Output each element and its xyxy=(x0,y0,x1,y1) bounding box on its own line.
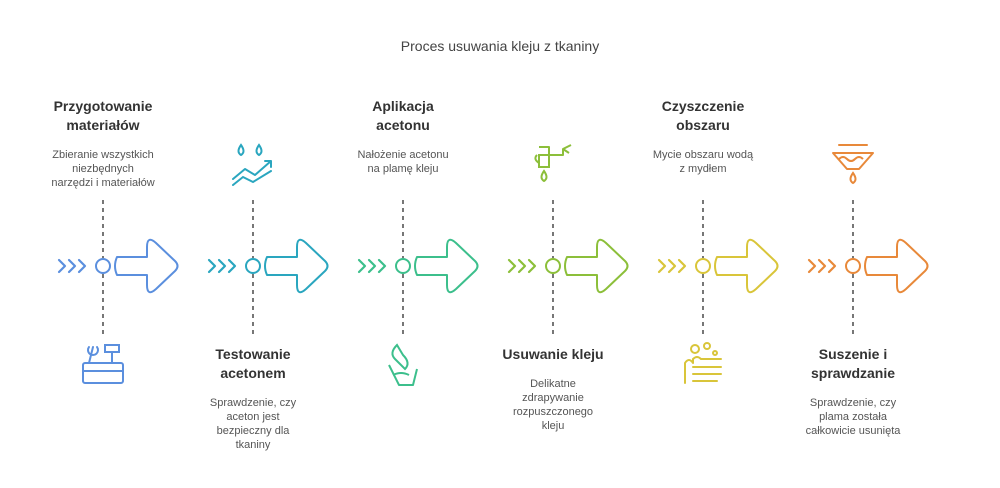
step-description-line: plama została xyxy=(819,411,887,423)
chevron-icon xyxy=(827,258,837,274)
step-description-line: Mycie obszaru wodą xyxy=(652,149,754,161)
step-arrow xyxy=(864,238,929,294)
washing-hands-icon xyxy=(684,342,722,384)
step-description-line: Delikatne xyxy=(530,378,576,390)
step-arrow xyxy=(114,238,179,294)
step-description: Zbieranie wszystkich niezbędnych narzędzi … xyxy=(31,148,175,190)
step-title: Czyszczenie obszaru xyxy=(631,97,775,135)
step-title-line: acetonu xyxy=(376,117,430,133)
step-description-line: aceton jest xyxy=(226,411,280,423)
step-description-line: rozpuszczonego xyxy=(512,406,594,418)
step-node xyxy=(245,258,261,274)
step-description: Nałożenie acetonu na plamę kleju xyxy=(331,148,475,176)
toolbox-icon xyxy=(82,344,124,384)
step-node xyxy=(395,258,411,274)
step-description-line: Sprawdzenie, czy xyxy=(209,397,297,409)
step-title-line: obszaru xyxy=(676,117,730,133)
step-description-line: zdrapywanie xyxy=(522,392,584,404)
faucet-icon xyxy=(534,144,572,183)
step-title-line: Czyszczenie xyxy=(661,98,745,114)
step-description: Sprawdzenie, czy plama została całkowicie … xyxy=(781,396,925,438)
step-title-line: Usuwanie kleju xyxy=(502,346,604,362)
step-title: Aplikacja acetonu xyxy=(331,97,475,135)
chevron-icon xyxy=(677,258,687,274)
chevron-icon xyxy=(77,258,87,274)
chevron-icon xyxy=(377,258,387,274)
step-description-line: niezbędnych xyxy=(72,163,134,175)
chevron-icon xyxy=(667,258,677,274)
step-title-line: acetonem xyxy=(220,365,286,381)
step-arrow xyxy=(264,238,329,294)
step-title: Testowanie acetonem xyxy=(181,345,325,383)
step-title: Usuwanie kleju xyxy=(481,345,625,364)
step-description-line: na plamę kleju xyxy=(367,163,439,175)
step-title-line: Testowanie xyxy=(215,346,291,362)
step-title: Przygotowanie materiałów xyxy=(31,97,175,135)
chevron-icon xyxy=(227,258,237,274)
step-node xyxy=(845,258,861,274)
chevron-icon xyxy=(367,258,377,274)
diagram-title: Proces usuwania kleju z tkaniny xyxy=(400,38,600,54)
step-description-line: Nałożenie acetonu xyxy=(357,149,449,161)
drops-chart-icon xyxy=(232,143,272,186)
step-title: Suszenie i sprawdzanie xyxy=(781,345,925,383)
chevron-icon xyxy=(357,258,367,274)
step-description-line: Zbieranie wszystkich xyxy=(52,149,154,161)
step-description: Mycie obszaru wodą z mydłem xyxy=(631,148,775,176)
step-description-line: całkowicie usunięta xyxy=(805,425,901,437)
drying-funnel-icon xyxy=(832,144,874,185)
chevron-icon xyxy=(657,258,667,274)
chevron-icon xyxy=(57,258,67,274)
step-arrow xyxy=(414,238,479,294)
step-arrow xyxy=(714,238,779,294)
step-description-line: Sprawdzenie, czy xyxy=(809,397,897,409)
step-description-line: bezpieczny dla xyxy=(216,425,290,437)
step-title-line: Aplikacja xyxy=(372,98,434,114)
chevron-icon xyxy=(517,258,527,274)
chevron-icon xyxy=(527,258,537,274)
step-node xyxy=(95,258,111,274)
step-description-line: z mydłem xyxy=(679,163,727,175)
chevron-icon xyxy=(817,258,827,274)
step-title-line: sprawdzanie xyxy=(810,365,896,381)
step-node xyxy=(545,258,561,274)
step-description: Sprawdzenie, czy aceton jest bezpieczny dl… xyxy=(181,396,325,452)
chevron-icon xyxy=(507,258,517,274)
chevron-icon xyxy=(807,258,817,274)
step-description-line: narzędzi i materiałów xyxy=(51,177,155,189)
chevron-icon xyxy=(67,258,77,274)
chevron-icon xyxy=(217,258,227,274)
step-node xyxy=(695,258,711,274)
step-title-line: Przygotowanie xyxy=(53,98,153,114)
step-description-line: kleju xyxy=(541,420,565,432)
step-arrow xyxy=(564,238,629,294)
step-title-line: Suszenie i xyxy=(818,346,888,362)
step-description: Delikatne zdrapywanie rozpuszczonego kleju xyxy=(481,377,625,433)
step-description-line: tkaniny xyxy=(235,439,271,451)
pour-bottle-icon xyxy=(388,343,418,386)
step-title-line: materiałów xyxy=(66,117,140,133)
chevron-icon xyxy=(207,258,217,274)
